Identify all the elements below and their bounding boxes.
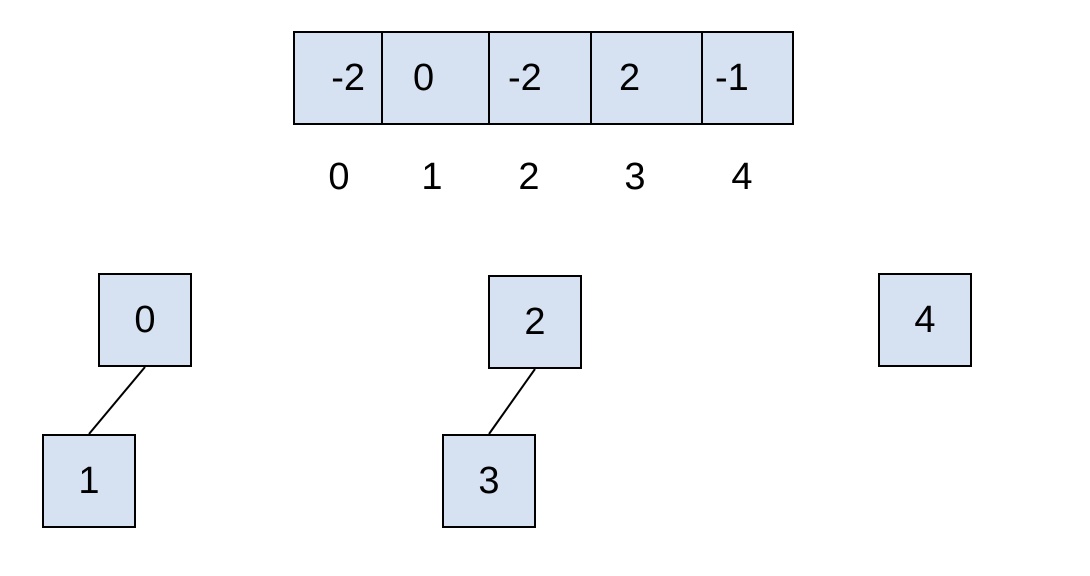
array-cell-2: -2 [490,33,592,123]
tree-node-0: 0 [98,273,192,367]
array-index-0: 0 [328,156,350,198]
array-index-3: 3 [624,156,646,198]
edge-2-3 [488,368,536,435]
array-cell-4: -1 [715,57,749,99]
array-cell-0: -2 [295,33,383,123]
parent-array: -2 0 -2 2 -1 [293,31,794,125]
array-index-2: 2 [518,156,540,198]
tree-node-2: 2 [488,275,582,369]
tree-node-4: 4 [878,273,972,367]
array-index-1: 1 [421,156,443,198]
array-cell-3: 2 [592,33,703,123]
array-index-4: 4 [731,156,753,198]
tree-node-3: 3 [442,434,536,528]
tree-node-1: 1 [42,434,136,528]
edge-0-1 [88,366,146,435]
array-cell-1: 0 [383,33,490,123]
